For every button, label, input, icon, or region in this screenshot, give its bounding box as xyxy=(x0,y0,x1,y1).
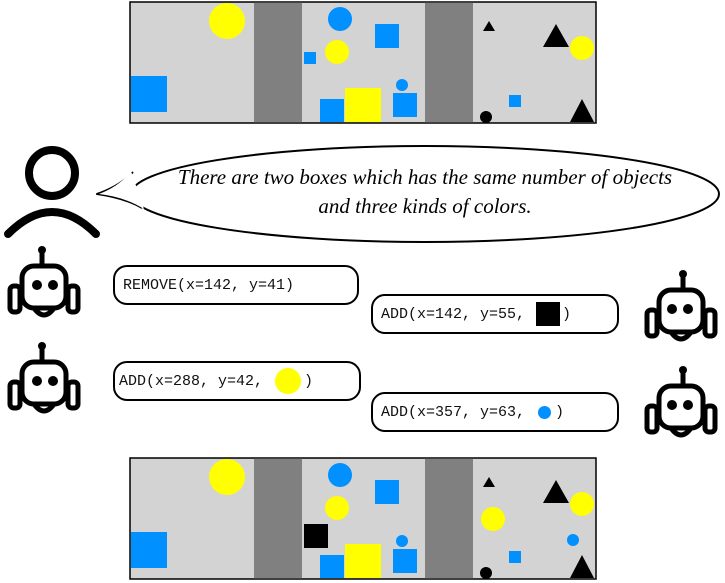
action-text-close: ) xyxy=(555,403,565,421)
action-add-blue-circle-message: ADD(x=357, y=63, ) xyxy=(371,392,619,432)
blue-circle-swatch xyxy=(538,405,552,419)
yellow-circle xyxy=(325,40,349,64)
person-icon xyxy=(4,146,100,238)
robot-icon xyxy=(647,270,715,339)
black-circle xyxy=(480,567,492,579)
blue-square xyxy=(131,76,167,112)
blue-circle xyxy=(396,535,408,547)
action-text-close: ) xyxy=(562,305,572,323)
black-triangle xyxy=(483,477,495,487)
yellow-circle xyxy=(209,3,245,39)
yellow-square xyxy=(345,88,381,122)
black-triangle xyxy=(570,555,594,578)
blue-square xyxy=(304,52,316,64)
action-add-black-square-message: ADD(x=142, y=55, ) xyxy=(371,294,619,334)
robot-icon xyxy=(10,342,78,411)
speech-bubble xyxy=(96,145,720,243)
yellow-circle xyxy=(570,492,594,516)
action-text: ADD(x=142, y=55, xyxy=(381,305,535,323)
blue-square xyxy=(375,480,399,504)
blue-circle xyxy=(567,534,579,546)
action-text: ADD(x=288, y=42, xyxy=(119,372,273,390)
yellow-square xyxy=(345,544,381,578)
robot-icon xyxy=(10,246,78,315)
black-triangle xyxy=(543,24,569,47)
action-text: ADD(x=357, y=63, xyxy=(381,403,535,421)
black-circle xyxy=(480,111,492,123)
blue-square xyxy=(320,99,344,122)
yellow-circle xyxy=(325,496,349,520)
blue-square xyxy=(320,555,344,578)
robot-icon xyxy=(647,366,715,435)
action-text-close: ) xyxy=(304,372,314,390)
action-add-yellow-circle-message: ADD(x=288, y=42, ) xyxy=(113,361,361,401)
blue-square xyxy=(509,551,521,563)
blue-square xyxy=(509,95,521,107)
blue-square xyxy=(375,24,399,48)
blue-circle xyxy=(396,79,408,91)
blue-circle xyxy=(328,7,352,31)
yellow-circle xyxy=(570,36,594,60)
black-triangle xyxy=(483,21,495,31)
yellow-circle xyxy=(481,507,505,531)
yellow-circle-swatch xyxy=(275,368,302,394)
black-square-swatch xyxy=(536,302,561,326)
action-remove-message: REMOVE(x=142, y=41) xyxy=(113,265,359,305)
blue-square xyxy=(393,549,417,573)
blue-square xyxy=(131,532,167,568)
black-square xyxy=(304,524,328,548)
blue-square xyxy=(393,93,417,117)
action-text: REMOVE(x=142, y=41) xyxy=(123,276,295,294)
scene-after xyxy=(129,457,597,580)
yellow-circle xyxy=(209,459,245,495)
scene-before xyxy=(129,1,597,124)
speech-text: There are two boxes which has the same n… xyxy=(177,165,673,218)
black-triangle xyxy=(570,99,594,122)
blue-circle xyxy=(328,463,352,487)
black-triangle xyxy=(543,480,569,503)
